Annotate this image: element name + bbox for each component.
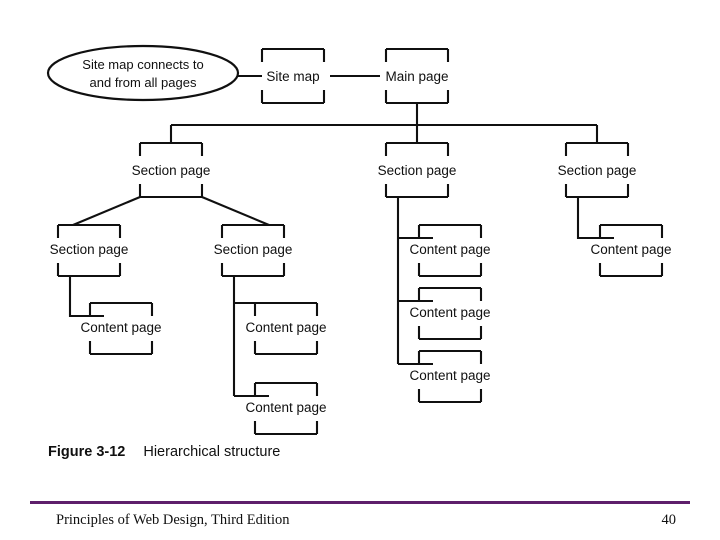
figure-number: Figure 3-12	[48, 444, 126, 460]
section-c-label: Section page	[558, 163, 637, 178]
content-b1-top-bracket	[417, 223, 483, 238]
node-content-c1: Content page	[590, 223, 672, 278]
edge-elbow-c-to-content	[576, 197, 614, 240]
content-b1-label: Content page	[409, 242, 490, 257]
section-c-bottom-bracket	[564, 184, 630, 199]
content-a2a-label: Content page	[245, 320, 326, 335]
content-b1-bottom-bracket	[417, 263, 483, 278]
edge-spine-section-a2	[232, 276, 269, 398]
section-b-top-bracket	[384, 141, 450, 156]
node-section-a: Section page	[132, 141, 211, 199]
callout-line-1: Site map connects to	[82, 57, 203, 72]
node-content-a1: Content page	[80, 301, 162, 356]
section-a2-bottom-bracket	[220, 263, 286, 278]
content-b2-label: Content page	[409, 305, 490, 320]
section-a1-bottom-bracket	[56, 263, 122, 278]
callout-ellipse	[46, 44, 240, 102]
content-a2b-bottom-bracket	[253, 421, 319, 436]
content-c1-top-bracket	[598, 223, 664, 238]
section-a1-label: Section page	[50, 242, 129, 257]
content-b3-bottom-bracket	[417, 389, 483, 404]
section-b-bottom-bracket	[384, 184, 450, 199]
callout-line-2: and from all pages	[90, 75, 197, 90]
sitemap-top-bracket	[260, 47, 326, 62]
content-a2b-label: Content page	[245, 400, 326, 415]
content-c1-bottom-bracket	[598, 263, 664, 278]
content-a1-label: Content page	[80, 320, 161, 335]
section-a2-top-bracket	[220, 223, 286, 238]
sitemap-label: Site map	[266, 69, 319, 84]
main-top-bracket	[384, 47, 450, 62]
figure-caption: Figure 3-12 Hierarchical structure	[48, 444, 280, 460]
node-section-a1: Section page	[50, 223, 129, 278]
footer-book-title: Principles of Web Design, Third Edition	[56, 512, 290, 528]
section-a-top-bracket	[138, 141, 204, 156]
main-label: Main page	[385, 69, 448, 84]
edge-elbow-a1-to-content	[68, 276, 104, 318]
content-a1-top-bracket	[88, 301, 154, 316]
footer-divider	[30, 501, 690, 504]
content-b2-bottom-bracket	[417, 326, 483, 341]
node-content-b1: Content page	[409, 223, 491, 278]
section-c-top-bracket	[564, 141, 630, 156]
node-section-c: Section page	[558, 141, 637, 199]
edge-spine-section-b	[396, 197, 433, 366]
node-content-a2b: Content page	[245, 381, 327, 436]
main-bottom-bracket	[384, 90, 450, 105]
section-a-label: Section page	[132, 163, 211, 178]
section-b-label: Section page	[378, 163, 457, 178]
node-sitemap: Site map	[260, 47, 326, 105]
section-a-bottom-bracket	[138, 184, 204, 199]
section-a2-label: Section page	[214, 242, 293, 257]
hierarchical-structure-diagram: Site map connects to and from all pages …	[46, 44, 672, 436]
content-a2a-top-bracket	[253, 301, 319, 316]
node-content-a2a: Content page	[245, 301, 327, 356]
content-b3-label: Content page	[409, 368, 490, 383]
content-b3-top-bracket	[417, 349, 483, 364]
edge-bus-main-to-sections	[169, 103, 599, 143]
edge-diagonals-section-a	[72, 196, 270, 226]
content-a1-bottom-bracket	[88, 341, 154, 356]
node-content-b2: Content page	[409, 286, 491, 341]
node-section-a2: Section page	[214, 223, 293, 278]
content-a2a-bottom-bracket	[253, 341, 319, 356]
content-b2-top-bracket	[417, 286, 483, 301]
node-main-page: Main page	[384, 47, 450, 105]
content-c1-label: Content page	[590, 242, 671, 257]
footer-page-number: 40	[661, 512, 677, 528]
node-content-b3: Content page	[409, 349, 491, 404]
sitemap-bottom-bracket	[260, 90, 326, 105]
section-a1-top-bracket	[56, 223, 122, 238]
content-a2b-top-bracket	[253, 381, 319, 396]
figure-title: Hierarchical structure	[143, 444, 281, 460]
node-section-b: Section page	[378, 141, 457, 199]
slide-footer: Principles of Web Design, Third Edition …	[30, 509, 690, 535]
